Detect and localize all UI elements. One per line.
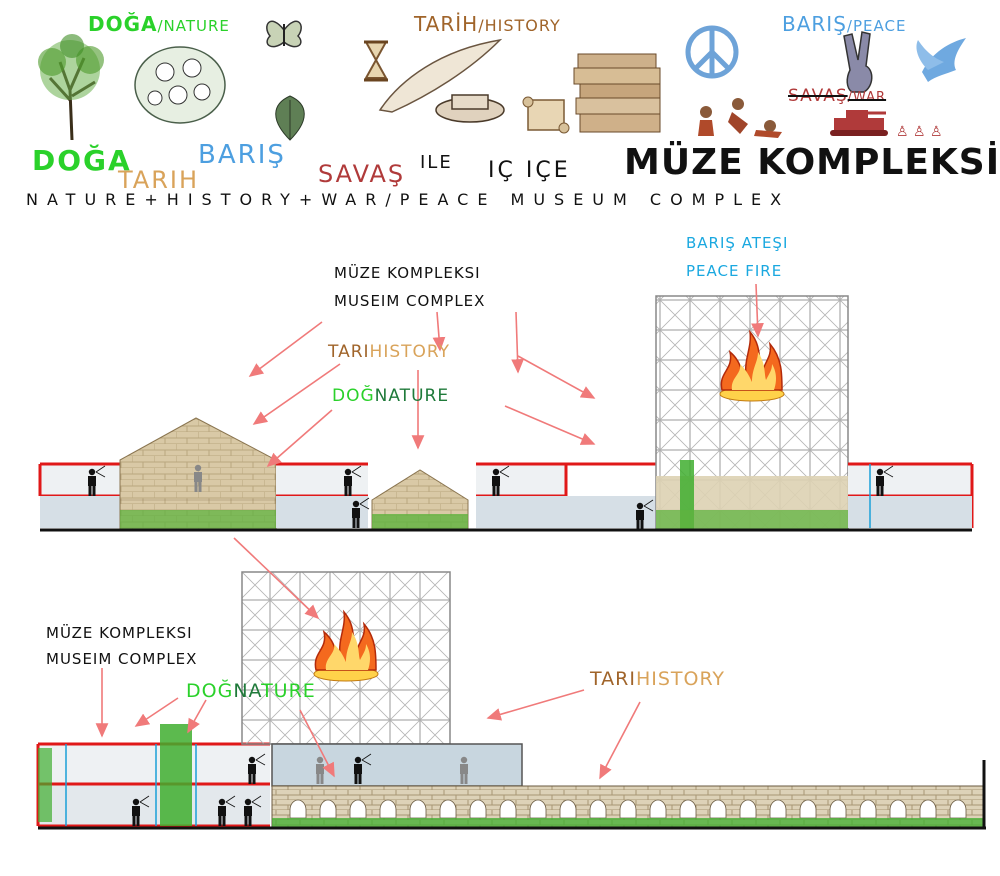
- title-tarih: TARIH: [118, 166, 200, 194]
- nature-en: /NATURE: [157, 17, 230, 35]
- peace-tr: BARIŞ: [782, 12, 847, 36]
- bottom-nature-label: DOĞNATURE: [186, 680, 316, 702]
- flower-bush-icon: [134, 46, 226, 124]
- top-nature-b: NATURE: [374, 386, 450, 406]
- bottom-nature-b: NA: [233, 680, 262, 702]
- subtitle: NATURE+HISTORY+WAR/PEACE MUSEUM COMPLEX: [26, 190, 791, 209]
- top-stone-gallery-2: [371, 469, 469, 531]
- butterfly-icon: [266, 20, 302, 48]
- svg-text:♙ ♙ ♙: ♙ ♙ ♙: [896, 124, 943, 140]
- top-stone-gallery-1: [119, 417, 277, 531]
- top-right-building: [476, 462, 656, 531]
- title-savas: SAVAŞ: [318, 160, 406, 188]
- nature-heading: DOĞA/NATURE: [88, 12, 230, 36]
- peace-symbol-icon: [685, 25, 739, 79]
- title-baris: BARIŞ: [198, 140, 286, 170]
- top-nature-a: DOĞ: [332, 386, 375, 406]
- top-nature-label: DOĞNATURE: [332, 386, 449, 406]
- bottom-arrows: [95, 537, 641, 780]
- bottom-glass-gallery: [271, 743, 523, 787]
- scroll-icon: [522, 96, 570, 134]
- peace-heading: BARIŞ/PEACE: [782, 12, 906, 36]
- peace-fire-tr: BARIŞ ATEŞI: [686, 234, 789, 252]
- top-peace-fire-tower: [655, 295, 849, 531]
- bottom-label-tr: MÜZE KOMPLEKSI: [46, 624, 193, 642]
- top-history-b: HISTORY: [369, 342, 450, 362]
- books-icon: [573, 53, 661, 133]
- top-far-right-building: [848, 462, 974, 528]
- warriors-icon: [698, 98, 782, 138]
- bottom-left-building: [36, 724, 270, 828]
- title-ile: ILE: [420, 152, 453, 173]
- tank-icon: ♙ ♙ ♙: [830, 110, 943, 140]
- war-heading: SAVAŞ/WAR: [788, 86, 886, 106]
- top-middle-building: [276, 462, 370, 529]
- history-heading: TARİH/HISTORY: [414, 12, 561, 36]
- bottom-brick-aqueduct: [271, 760, 986, 829]
- bottom-history-label: TARIHISTORY: [590, 668, 725, 690]
- quill-inkwell-icon: [378, 38, 505, 123]
- title-muze-kompleksi: MÜZE KOMPLEKSİ: [624, 142, 1000, 183]
- bottom-history-a: TARI: [590, 668, 636, 690]
- top-label-tr: MÜZE KOMPLEKSI: [334, 264, 481, 282]
- bottom-peace-fire-tower: [241, 571, 451, 745]
- dove-icon: [916, 38, 966, 82]
- top-history-a: TARI: [328, 342, 370, 362]
- title-doga: DOĞA: [32, 144, 132, 177]
- top-label-en: MUSEIM COMPLEX: [334, 292, 486, 310]
- war-tr: SAVAŞ: [788, 86, 848, 106]
- war-en: /WAR: [847, 90, 887, 105]
- bottom-label-en: MUSEIM COMPLEX: [46, 650, 198, 668]
- peace-en: /PEACE: [846, 17, 907, 35]
- top-arrows: [248, 283, 764, 468]
- peace-fire-en: PEACE FIRE: [686, 262, 783, 280]
- history-en: /HISTORY: [478, 16, 561, 35]
- bottom-nature-a: DOĞ: [186, 680, 234, 702]
- bottom-history-b: HISTORY: [635, 668, 726, 690]
- tree-icon: [38, 34, 104, 141]
- peace-hand-icon: [843, 31, 873, 93]
- top-left-building: [38, 462, 120, 528]
- title-ic-ice: IÇ IÇE: [488, 158, 571, 183]
- hourglass-icon: [364, 40, 388, 82]
- bottom-nature-c: TURE: [261, 680, 316, 702]
- top-history-label: TARIHISTORY: [328, 342, 450, 362]
- history-tr: TARİH: [414, 12, 479, 36]
- leaf-icon: [275, 95, 305, 141]
- nature-tr: DOĞA: [88, 12, 158, 36]
